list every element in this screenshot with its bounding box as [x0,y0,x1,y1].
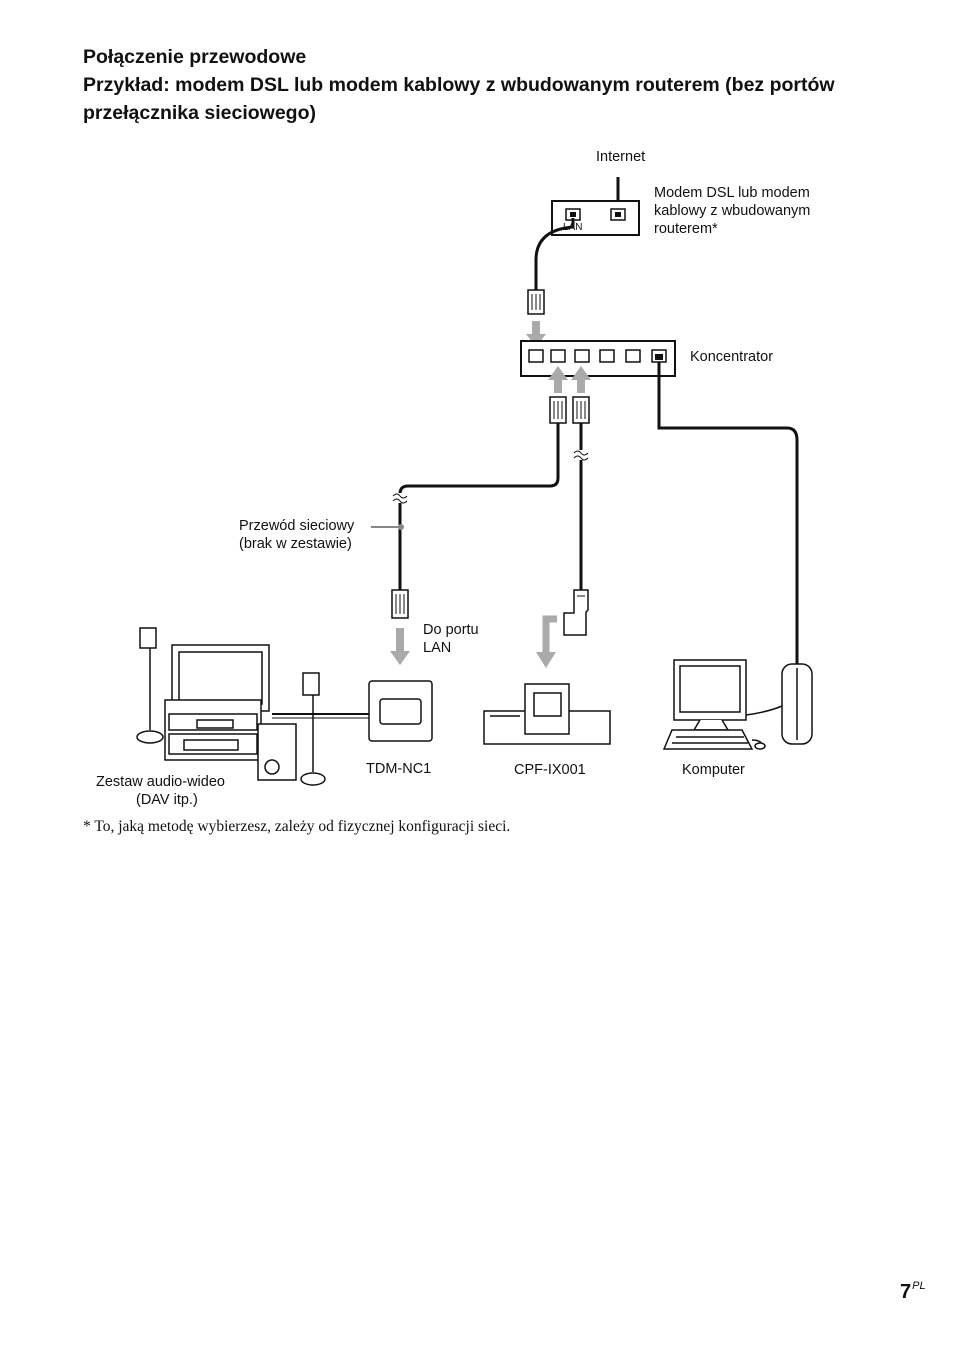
cpf-label: CPF-IX001 [514,762,586,778]
arrow-up-icon [548,366,568,393]
rj45-plug-icon [527,289,545,315]
hub-label: Koncentrator [690,349,774,365]
tdm-nc1-icon [368,680,433,742]
modem-icon [551,200,640,236]
computer-label: Komputer [682,762,745,778]
computer-icon [662,659,813,750]
footnote: * To, jaką metodę wybierzesz, zależy od … [83,818,511,835]
tdm-label: TDM-NC1 [366,761,432,777]
lan-port-label-line1: Do portu [423,622,479,638]
arrow-down-icon [536,615,557,668]
arrow-up-icon [571,366,591,393]
cable-label-line1: Przewód sieciowy [239,518,355,534]
hub-computer-cable [657,362,799,668]
modem-label-line3: routerem* [654,221,718,237]
l-plug-icon [563,589,589,636]
rj45-plug-icon [572,396,590,424]
cpf-ix001-icon [483,683,611,745]
rj45-plug-icon [391,589,409,619]
arrow-down-icon [390,628,410,665]
internet-label: Internet [596,149,646,165]
modem-hub-cable [534,218,575,290]
section-title: Połączenie przewodowe [83,46,307,68]
lan-port-label-line2: LAN [423,640,452,656]
example-title-line2: przełącznika sieciowego) [83,102,317,124]
example-title-line1: Przykład: modem DSL lub modem kablowy z … [83,74,835,96]
page-number: 7PL [900,1280,926,1304]
page-number-value: 7 [900,1281,912,1303]
page-language-suffix: PL [912,1280,926,1292]
av-system-icon [136,627,326,786]
modem-label-line2: kablowy z wbudowanym [654,203,811,219]
av-label-line1: Zestaw audio-wideo [96,774,225,790]
lan-port-label: LAN [563,222,583,233]
modem-label-line1: Modem DSL lub modem [654,185,810,201]
rj45-plug-icon [549,396,567,424]
hub-icon [520,340,676,377]
av-label-line2: (DAV itp.) [136,792,198,808]
tdm-cable [398,423,560,590]
cable-label-line2: (brak w zestawie) [239,536,352,552]
